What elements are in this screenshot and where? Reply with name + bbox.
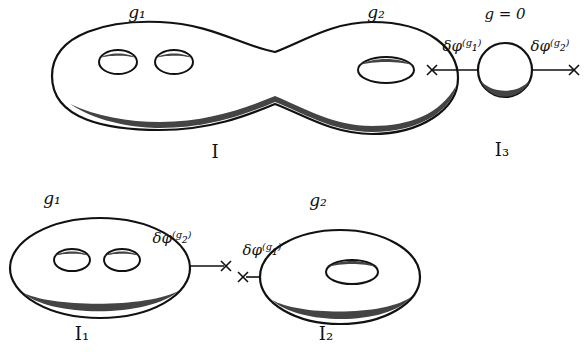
leg-line: [532, 69, 574, 71]
surface-outline: [260, 230, 420, 324]
genus-label: g₁: [128, 4, 146, 21]
surface-shading: [22, 290, 180, 311]
figure-label: I₂: [319, 325, 333, 343]
leg-line: [190, 265, 224, 267]
surface-shading: [272, 296, 412, 319]
torus-hole: [54, 249, 140, 271]
torus-hole: [99, 50, 414, 83]
sphere-shading: [480, 80, 530, 97]
genus-label: g₁: [43, 190, 61, 207]
genus-label: g = 0: [484, 7, 525, 22]
cross-mark: [238, 272, 248, 282]
field-label: δφ⁽ᵍ₂⁾: [531, 39, 570, 54]
field-label: δφ⁽ᵍ₂⁾: [153, 231, 192, 246]
figure-label: I₃: [495, 141, 509, 159]
leg-line: [246, 276, 260, 278]
genus-label: g₂: [367, 4, 385, 21]
surface-shading: [70, 86, 456, 132]
hole-shading: [55, 252, 139, 257]
field-label: δφ⁽ᵍ₁⁾: [443, 39, 482, 54]
hole-shading: [328, 261, 376, 267]
cross-mark: [427, 65, 579, 75]
torus-hole: [326, 260, 378, 284]
figure-label: I: [211, 143, 218, 161]
cross-mark: [221, 261, 231, 271]
hole-shading: [100, 54, 412, 66]
sphere-outline: [478, 43, 532, 97]
surface-outline: [52, 22, 458, 134]
figure-label: I₁: [75, 325, 89, 343]
genus-label: g₂: [309, 192, 327, 209]
leg-line: [432, 69, 478, 71]
field-label: δφ⁽ᵍ₁⁾: [243, 243, 282, 258]
